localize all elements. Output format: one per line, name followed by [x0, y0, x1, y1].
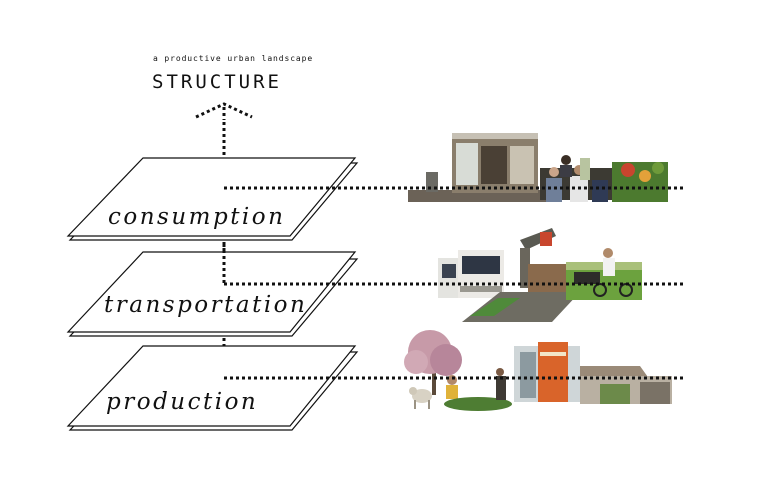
layer-consumption: consumption	[68, 158, 357, 240]
up-arrow-icon	[196, 104, 252, 120]
layer-label-production: production	[106, 389, 258, 415]
diagram-title: STRUCTURE	[152, 71, 282, 93]
production-photo-collage	[404, 330, 672, 411]
layer-transportation: transportation	[68, 252, 357, 336]
layer-label-transportation: transportation	[104, 292, 307, 318]
layer-production: production	[68, 346, 357, 430]
consumption-photo-collage	[408, 133, 668, 202]
transportation-photo-collage	[438, 228, 642, 322]
diagram-subtitle: a productive urban landscape	[153, 54, 313, 63]
layer-label-consumption: consumption	[108, 204, 285, 230]
